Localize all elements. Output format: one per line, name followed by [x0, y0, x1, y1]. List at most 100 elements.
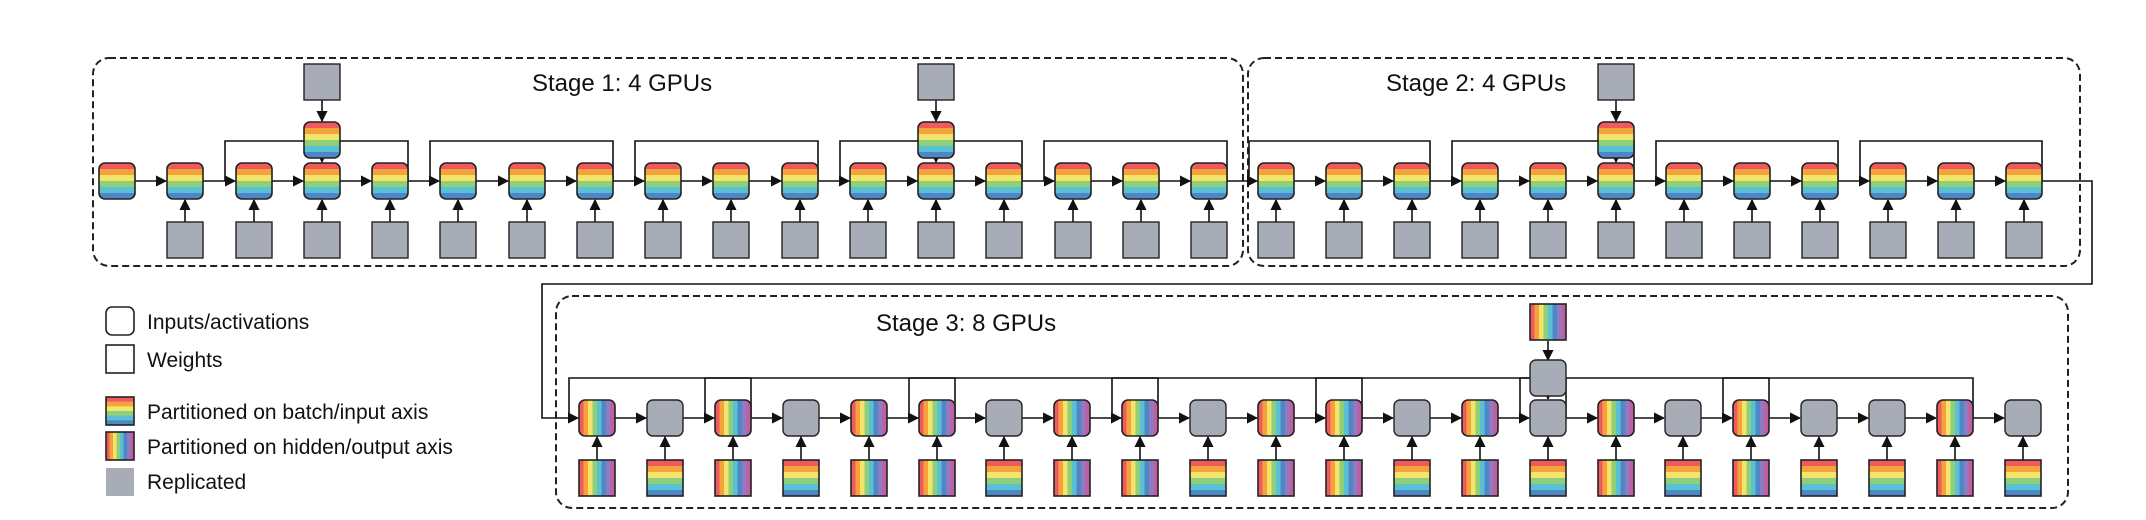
weight-node	[918, 459, 956, 497]
activation-node	[578, 399, 616, 437]
skip-connection	[1043, 140, 1228, 181]
activation-node	[1257, 162, 1295, 200]
activation-node	[1733, 162, 1771, 200]
weight-node	[2004, 459, 2042, 497]
activation-node	[1393, 399, 1431, 437]
activation-node	[918, 399, 956, 437]
activation-node	[508, 162, 546, 200]
weight-node	[917, 221, 955, 259]
skip-connection	[1248, 140, 1431, 181]
extra-activation-node	[303, 121, 341, 159]
activation-node	[2004, 399, 2042, 437]
activation-node	[98, 162, 136, 200]
legend: Inputs/activations Weights Partitioned o…	[105, 306, 453, 496]
skip-connection	[1859, 140, 2043, 181]
legend-swatch-square	[105, 344, 135, 374]
legend-item-inputs: Inputs/activations	[105, 306, 309, 336]
activation-node	[1800, 399, 1838, 437]
weight-node	[303, 221, 341, 259]
weight-node	[1325, 221, 1363, 259]
extra-activation-node	[1597, 121, 1635, 159]
activation-node	[2005, 162, 2043, 200]
activation-node	[1189, 399, 1227, 437]
activation-node	[1869, 162, 1907, 200]
legend-label-replicated: Replicated	[147, 471, 246, 494]
activation-node	[1190, 162, 1228, 200]
legend-label-batch-axis: Partitioned on batch/input axis	[147, 401, 428, 424]
weight-node	[1597, 221, 1635, 259]
activation-node	[1461, 162, 1499, 200]
activation-node	[1257, 399, 1295, 437]
activation-node	[1122, 162, 1160, 200]
activation-node	[849, 162, 887, 200]
weight-node	[1665, 221, 1703, 259]
legend-item-batch-axis: Partitioned on batch/input axis	[105, 396, 428, 426]
stage-2-title: Stage 2: 4 GPUs	[1386, 70, 1566, 97]
weight-node	[1121, 459, 1159, 497]
weight-node	[1936, 459, 1974, 497]
extra-activation-node	[917, 121, 955, 159]
extra-activation-node	[1529, 359, 1567, 397]
legend-item-weights: Weights	[105, 344, 222, 374]
skip-connection	[1451, 140, 1635, 181]
weight-node	[646, 459, 684, 497]
top-weight-node	[1529, 303, 1567, 341]
weight-node	[1800, 459, 1838, 497]
weight-node	[1053, 459, 1091, 497]
weight-node	[714, 459, 752, 497]
activation-node	[644, 162, 682, 200]
weight-node	[1325, 459, 1363, 497]
stage-connector	[541, 180, 2093, 424]
activation-node	[166, 162, 204, 200]
activation-node	[576, 162, 614, 200]
activation-node	[303, 162, 341, 200]
stage-3-title: Stage 3: 8 GPUs	[876, 310, 1056, 337]
activation-node	[1461, 399, 1499, 437]
weight-node	[1869, 221, 1907, 259]
weight-node	[235, 221, 273, 259]
activation-node	[1868, 399, 1906, 437]
legend-swatch-rounded	[105, 306, 135, 336]
activation-node	[985, 399, 1023, 437]
weight-node	[1257, 221, 1295, 259]
top-weight-node	[917, 63, 955, 101]
activation-node	[1529, 162, 1567, 200]
legend-swatch-horizontal-stripes	[105, 396, 135, 426]
activation-node	[439, 162, 477, 200]
nodes	[98, 63, 2043, 497]
stage-3-box	[555, 295, 2069, 509]
activation-node	[1732, 399, 1770, 437]
activation-node	[714, 399, 752, 437]
weight-node	[1393, 221, 1431, 259]
activation-node	[1937, 162, 1975, 200]
activation-node	[985, 162, 1023, 200]
weight-node	[850, 459, 888, 497]
weight-node	[1393, 459, 1431, 497]
activation-node	[1801, 162, 1839, 200]
skip-connection	[1315, 377, 1567, 418]
legend-label-weights: Weights	[147, 349, 222, 372]
skip-connection	[908, 377, 1159, 418]
activation-node	[1597, 399, 1635, 437]
legend-label-inputs: Inputs/activations	[147, 311, 309, 334]
weight-node	[439, 221, 477, 259]
weight-node	[985, 459, 1023, 497]
weight-node	[1801, 221, 1839, 259]
skip-connection	[1111, 377, 1363, 418]
edges	[135, 100, 2093, 460]
activation-node	[1325, 399, 1363, 437]
activation-node	[1529, 399, 1567, 437]
activation-node	[917, 162, 955, 200]
weight-node	[1529, 459, 1567, 497]
activation-node	[782, 399, 820, 437]
skip-connection	[1722, 377, 1974, 418]
activation-node	[1054, 162, 1092, 200]
weight-node	[576, 221, 614, 259]
weight-node	[371, 221, 409, 259]
activation-node	[1664, 399, 1702, 437]
activation-node	[781, 162, 819, 200]
activation-node	[850, 399, 888, 437]
weight-node	[1461, 221, 1499, 259]
weight-node	[1054, 221, 1092, 259]
